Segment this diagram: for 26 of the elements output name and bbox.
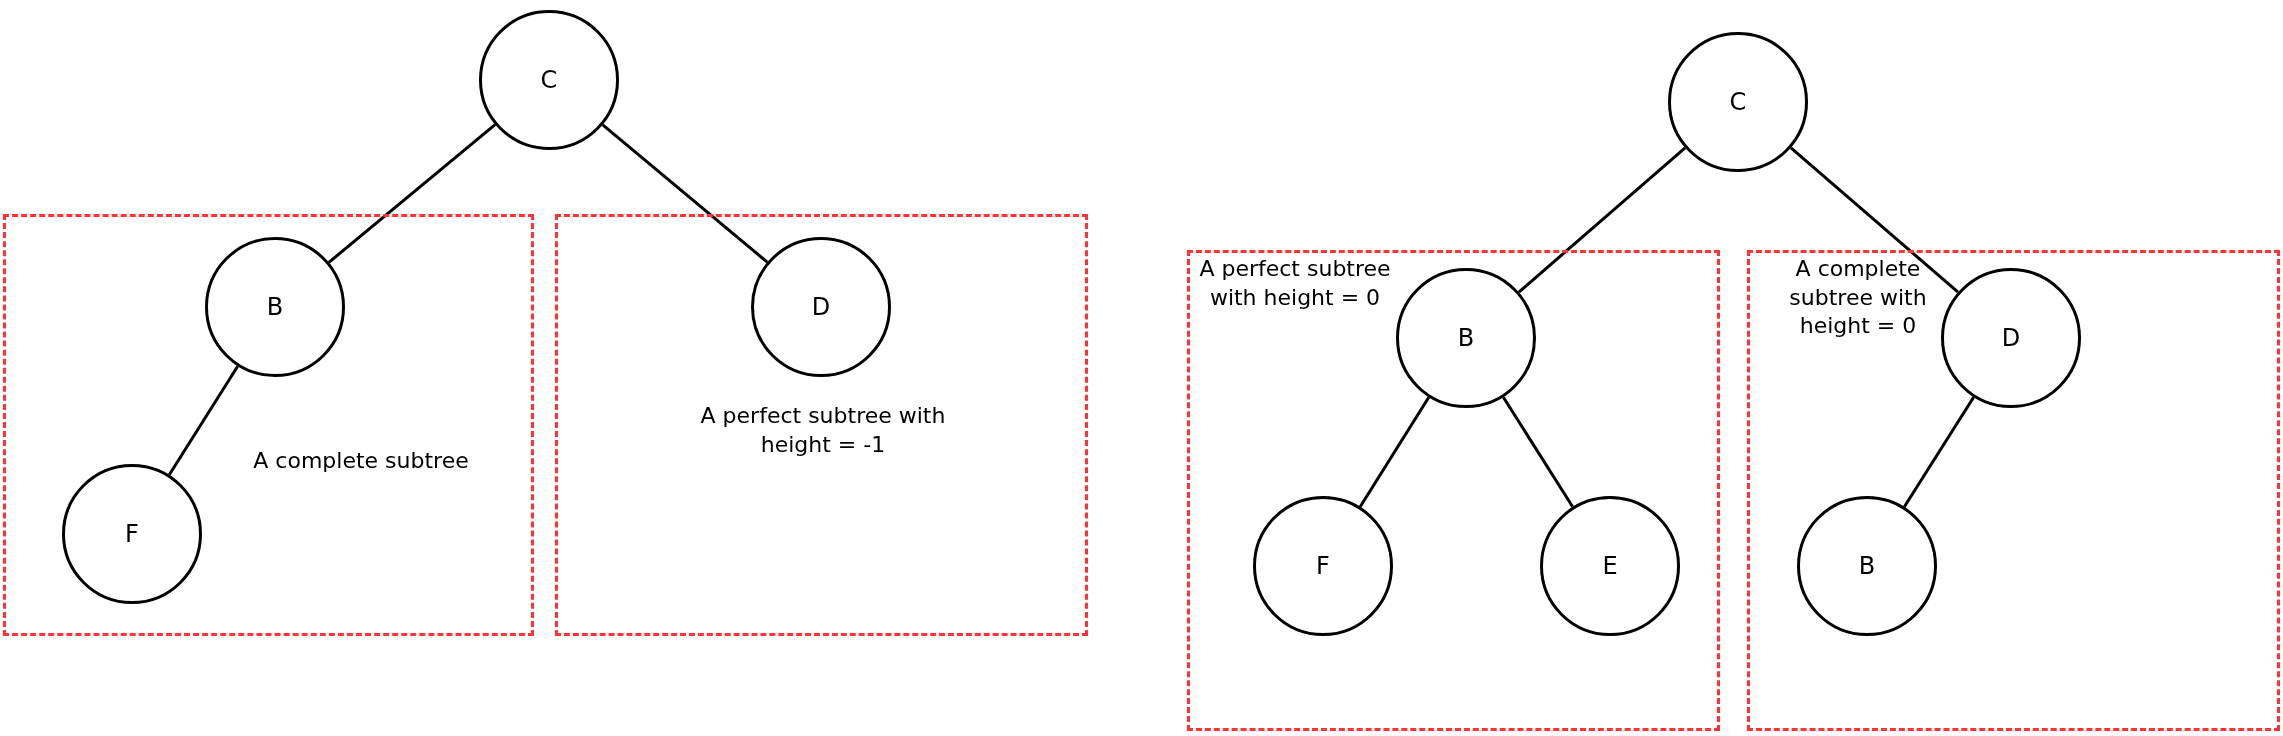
subtree-note: A complete subtree bbox=[252, 447, 470, 475]
tree-edge bbox=[168, 365, 239, 476]
tree-node-circle: B bbox=[205, 237, 345, 377]
tree-edge bbox=[1358, 396, 1431, 508]
tree-node-circle: E bbox=[1540, 496, 1680, 636]
tree-node-circle: F bbox=[1253, 496, 1393, 636]
tree-edge bbox=[1502, 396, 1574, 508]
dashed-region bbox=[1187, 250, 1720, 731]
tree-edge bbox=[1789, 146, 1960, 294]
subtree-note: A perfect subtree with height = -1 bbox=[699, 402, 947, 459]
tree-edge bbox=[1903, 396, 1975, 508]
tree-edge bbox=[327, 123, 497, 264]
tree-edge bbox=[1517, 146, 1687, 294]
subtree-note: A complete subtree with height = 0 bbox=[1788, 255, 1928, 341]
tree-node-circle: B bbox=[1797, 496, 1937, 636]
dashed-region bbox=[1747, 250, 2280, 731]
tree-node-circle: C bbox=[1668, 32, 1808, 172]
dashed-region bbox=[3, 214, 534, 636]
tree-node-circle: D bbox=[751, 237, 891, 377]
tree-node-circle: C bbox=[479, 10, 619, 150]
tree-edge bbox=[601, 123, 769, 264]
tree-node-circle: F bbox=[62, 464, 202, 604]
tree-node-circle: B bbox=[1396, 268, 1536, 408]
subtree-note: A perfect subtree with height = 0 bbox=[1198, 255, 1392, 312]
dashed-region bbox=[555, 214, 1088, 636]
tree-node-circle: D bbox=[1941, 268, 2081, 408]
